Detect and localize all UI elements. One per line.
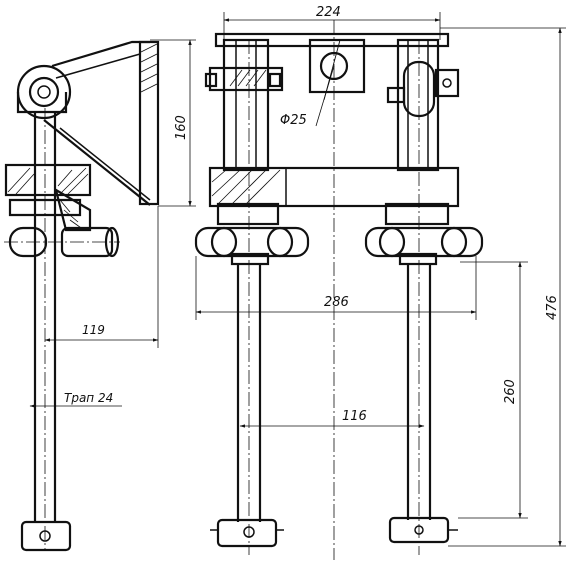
right-column-upper (386, 38, 460, 172)
eye-clamp (16, 64, 72, 120)
side-roller (4, 226, 120, 258)
front-view: Φ25 (194, 20, 484, 560)
dim-224-label: 224 (316, 5, 341, 20)
dim-116-label: 116 (342, 409, 367, 424)
dim-286: 286 (195, 256, 477, 320)
dim-476-label: 476 (545, 295, 560, 320)
strap-arm (43, 40, 151, 206)
top-crossbar (214, 32, 450, 48)
bore-label: Φ25 (280, 113, 307, 128)
dim-119-label: 119 (82, 323, 105, 337)
vertical-plate (138, 40, 160, 206)
dim-260: 260 (458, 261, 528, 519)
thread-callout: Трап 24 (29, 391, 122, 408)
dim-476: 476 (440, 27, 566, 547)
center-block: Φ25 (280, 38, 366, 128)
left-lower-assembly (194, 40, 310, 555)
left-column-upper (204, 38, 284, 172)
right-lower-assembly (364, 40, 484, 555)
dim-119: 119 (44, 206, 159, 348)
dim-260-label: 260 (503, 379, 518, 404)
dim-160-label: 160 (174, 115, 189, 140)
dim-286-label: 286 (324, 295, 349, 310)
side-rod (33, 108, 57, 550)
side-foot (20, 520, 72, 552)
dim-116: 116 (239, 409, 425, 428)
side-view (4, 40, 160, 552)
thread-label: Трап 24 (64, 391, 113, 405)
side-housing (4, 163, 92, 232)
dim-160: 160 (150, 39, 196, 207)
dim-224: 224 (223, 5, 441, 40)
